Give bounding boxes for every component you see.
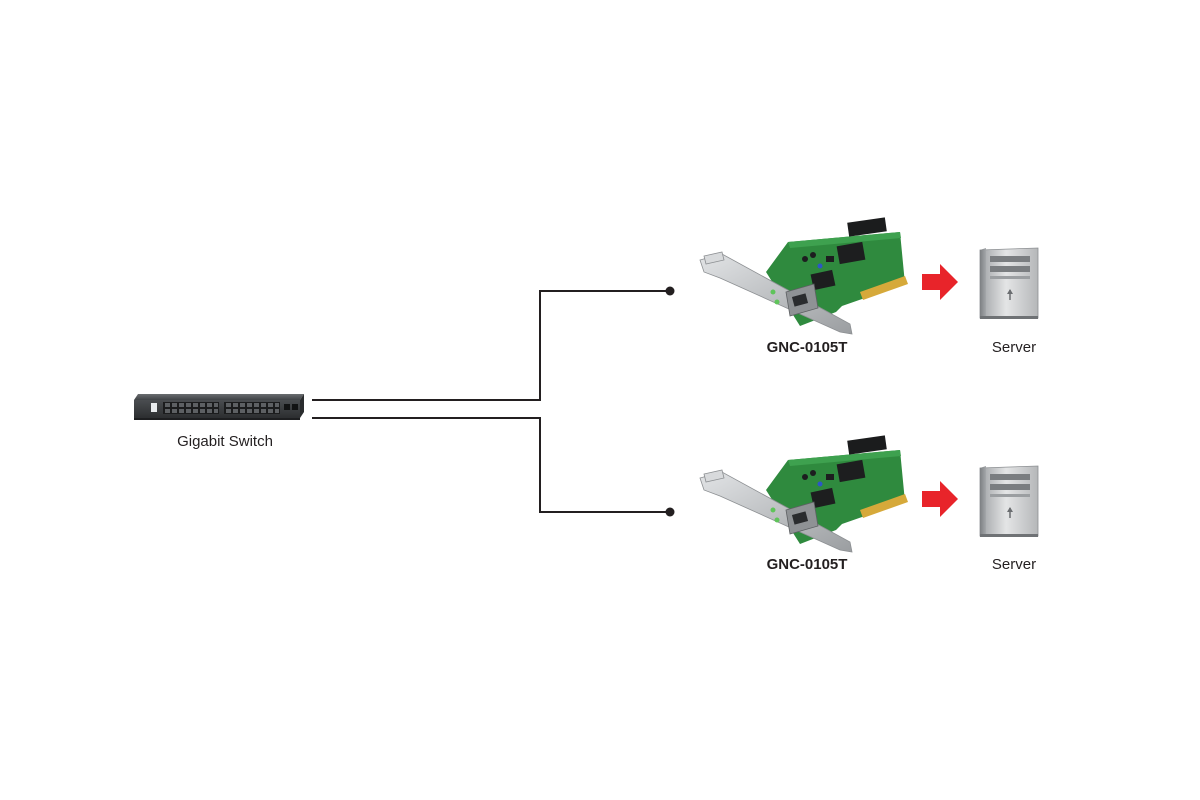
pci-network-card-icon <box>699 217 908 335</box>
switch-label: Gigabit Switch <box>177 433 273 450</box>
pci-network-card-icon-lower <box>699 434 909 553</box>
nic-label-upper: GNC-0105T <box>766 339 848 356</box>
arrow-right-icon-lower <box>922 481 958 517</box>
link-upper <box>312 290 670 401</box>
link-lower-endpoint <box>665 507 675 517</box>
link-upper-endpoint <box>665 286 675 296</box>
server-label-upper: Server <box>991 339 1037 356</box>
link-lower <box>312 417 670 513</box>
server-label-lower: Server <box>991 556 1037 573</box>
server-tower-icon <box>979 247 1039 319</box>
server-tower-icon-lower <box>979 465 1039 538</box>
nic-label-lower: GNC-0105T <box>766 556 848 573</box>
arrow-right-icon <box>922 264 958 300</box>
connection-lines <box>312 290 670 513</box>
network-switch-icon <box>134 394 304 420</box>
